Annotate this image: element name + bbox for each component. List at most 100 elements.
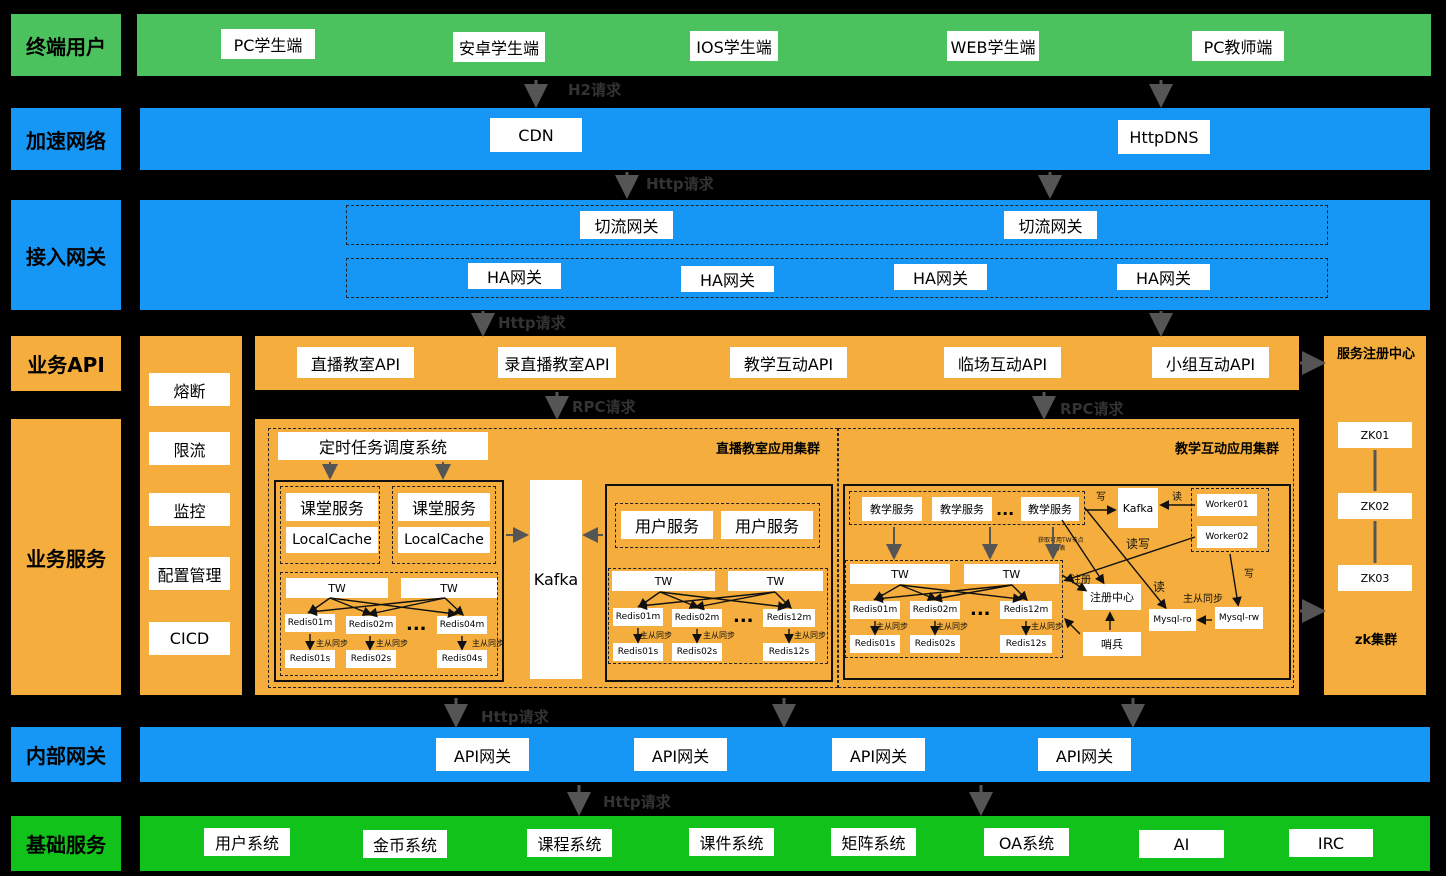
interact-redis-ellipsis: ...	[970, 599, 991, 620]
interact-cluster	[838, 428, 1294, 688]
governance-circuit-breaker: 熔断	[149, 373, 230, 406]
registry-zk02: ZK02	[1338, 493, 1412, 519]
live-redis-right-s3: Redis12s	[763, 643, 815, 661]
live-sync-left-3: 主从同步	[472, 639, 504, 648]
live-user-group	[605, 484, 833, 682]
interact-workers	[1191, 488, 1269, 552]
note-http-3: Http请求	[481, 708, 549, 726]
note-rpc-1: RPC请求	[572, 398, 636, 416]
internal-band	[140, 727, 1430, 782]
base-irc: IRC	[1289, 829, 1373, 857]
live-redis-left-ellipsis: ...	[406, 614, 427, 635]
layer-label-internal: 内部网关	[11, 727, 121, 782]
interact-sync-1: 主从同步	[876, 622, 908, 631]
live-sync-right-3: 主从同步	[794, 631, 826, 640]
access-cut-gateway-1: 切流网关	[580, 211, 673, 239]
interact-worker-2: Worker02	[1197, 526, 1257, 548]
terminal-pc-student: PC学生端	[221, 29, 315, 59]
live-tw-left-2: TW	[401, 578, 497, 598]
live-user-service-2: 用户服务	[721, 511, 813, 539]
live-redis-left-s1: Redis01s	[285, 650, 335, 668]
live-user-service-1: 用户服务	[621, 511, 713, 539]
interact-teach-ellipsis: ...	[996, 500, 1015, 519]
base-course-system: 课程系统	[527, 829, 612, 857]
live-cluster-title: 直播教室应用集群	[716, 442, 821, 457]
access-cut-group	[346, 205, 1328, 245]
access-ha-gateway-4: HA网关	[1117, 264, 1210, 290]
live-tw-left-1: TW	[286, 578, 388, 598]
governance-rate-limit: 限流	[149, 432, 230, 465]
live-sync-right-2: 主从同步	[703, 631, 735, 640]
accel-band	[140, 108, 1430, 170]
base-courseware-system: 课件系统	[689, 828, 774, 856]
base-oa-system: OA系统	[984, 828, 1069, 856]
terminal-pc-teacher: PC教师端	[1192, 31, 1284, 61]
live-sync-left-1: 主从同步	[316, 639, 348, 648]
access-ha-group	[346, 258, 1328, 298]
access-ha-gateway-1: HA网关	[468, 263, 561, 289]
live-redis-right-s1: Redis01s	[613, 643, 663, 661]
interact-tw-2: TW	[964, 564, 1059, 584]
api-onsite-interact: 临场互动API	[944, 347, 1061, 378]
live-redis-right-s2: Redis02s	[672, 643, 722, 661]
interact-redis-m3: Redis12m	[1000, 601, 1052, 619]
live-kafka: Kafka	[530, 480, 582, 679]
live-redis-right-m1: Redis01m	[613, 608, 663, 626]
interact-fetch-note: 获取可用TW节点	[1038, 537, 1084, 544]
live-tw-right-1: TW	[612, 571, 715, 591]
interact-write-label-1: 写	[1096, 492, 1106, 503]
internal-api-gateway-2: API网关	[634, 738, 727, 771]
live-localcache-1: LocalCache	[286, 527, 378, 553]
interact-redis-s1: Redis01s	[850, 635, 900, 653]
interact-teach-service-3: 教学服务	[1021, 497, 1079, 521]
governance-config: 配置管理	[149, 557, 230, 590]
interact-redis-m1: Redis01m	[850, 601, 900, 619]
registry-cluster-label: zk集群	[1354, 633, 1398, 648]
interact-kafka: Kafka	[1118, 488, 1158, 528]
live-cluster	[268, 428, 838, 688]
layer-label-accel: 加速网络	[11, 108, 121, 170]
interact-redis-s3: Redis12s	[1000, 635, 1052, 653]
layer-label-base: 基础服务	[11, 816, 121, 871]
layer-label-terminal: 终端用户	[11, 14, 121, 76]
api-live-classroom: 直播教室API	[297, 347, 414, 378]
access-cut-gateway-2: 切流网关	[1004, 211, 1097, 239]
interact-readwrite-label: 读写	[1126, 537, 1151, 551]
interact-sync-2: 主从同步	[936, 622, 968, 631]
internal-api-gateway-1: API网关	[436, 738, 529, 771]
live-sync-right-1: 主从同步	[640, 631, 672, 640]
note-http-2: Http请求	[498, 314, 566, 332]
interact-read-label-1: 读	[1172, 492, 1182, 503]
governance-monitor: 监控	[149, 493, 230, 526]
interact-ip-note: IP列表	[1048, 545, 1066, 552]
interact-sentinel: 哨兵	[1083, 632, 1141, 656]
interact-teach-service-2: 教学服务	[932, 497, 992, 521]
accel-httpdns: HttpDNS	[1118, 120, 1210, 154]
base-matrix-system: 矩阵系统	[831, 828, 916, 856]
accel-cdn: CDN	[490, 118, 582, 152]
live-class-service-2: 课堂服务	[398, 493, 490, 521]
live-class-unit-2	[392, 486, 496, 564]
interact-redis-s2: Redis02s	[910, 635, 960, 653]
access-ha-gateway-2: HA网关	[681, 266, 774, 292]
base-user-system: 用户系统	[204, 828, 290, 856]
live-redis-left-s3: Redis04s	[437, 650, 487, 668]
registry-title: 服务注册中心	[1336, 347, 1415, 362]
layer-label-bizsvc: 业务服务	[11, 419, 121, 695]
interact-group	[843, 484, 1291, 680]
access-ha-gateway-3: HA网关	[894, 264, 987, 290]
governance-cicd: CICD	[149, 622, 230, 655]
layer-label-bizapi: 业务API	[11, 336, 121, 391]
note-http-1: Http请求	[646, 175, 714, 193]
live-redis-left-m2: Redis02m	[346, 616, 396, 634]
interact-cluster-title: 教学互动应用集群	[1175, 442, 1280, 457]
base-ai: AI	[1139, 830, 1224, 858]
live-redis-left-m1: Redis01m	[285, 614, 335, 632]
note-http-4: Http请求	[603, 793, 671, 811]
interact-redis-group	[845, 560, 1063, 658]
live-scheduler: 定时任务调度系统	[278, 432, 488, 460]
interact-tw-1: TW	[850, 564, 950, 584]
terminal-ios-student: IOS学生端	[690, 31, 778, 61]
registry-zk01: ZK01	[1338, 422, 1412, 448]
live-tw-right-2: TW	[728, 571, 823, 591]
